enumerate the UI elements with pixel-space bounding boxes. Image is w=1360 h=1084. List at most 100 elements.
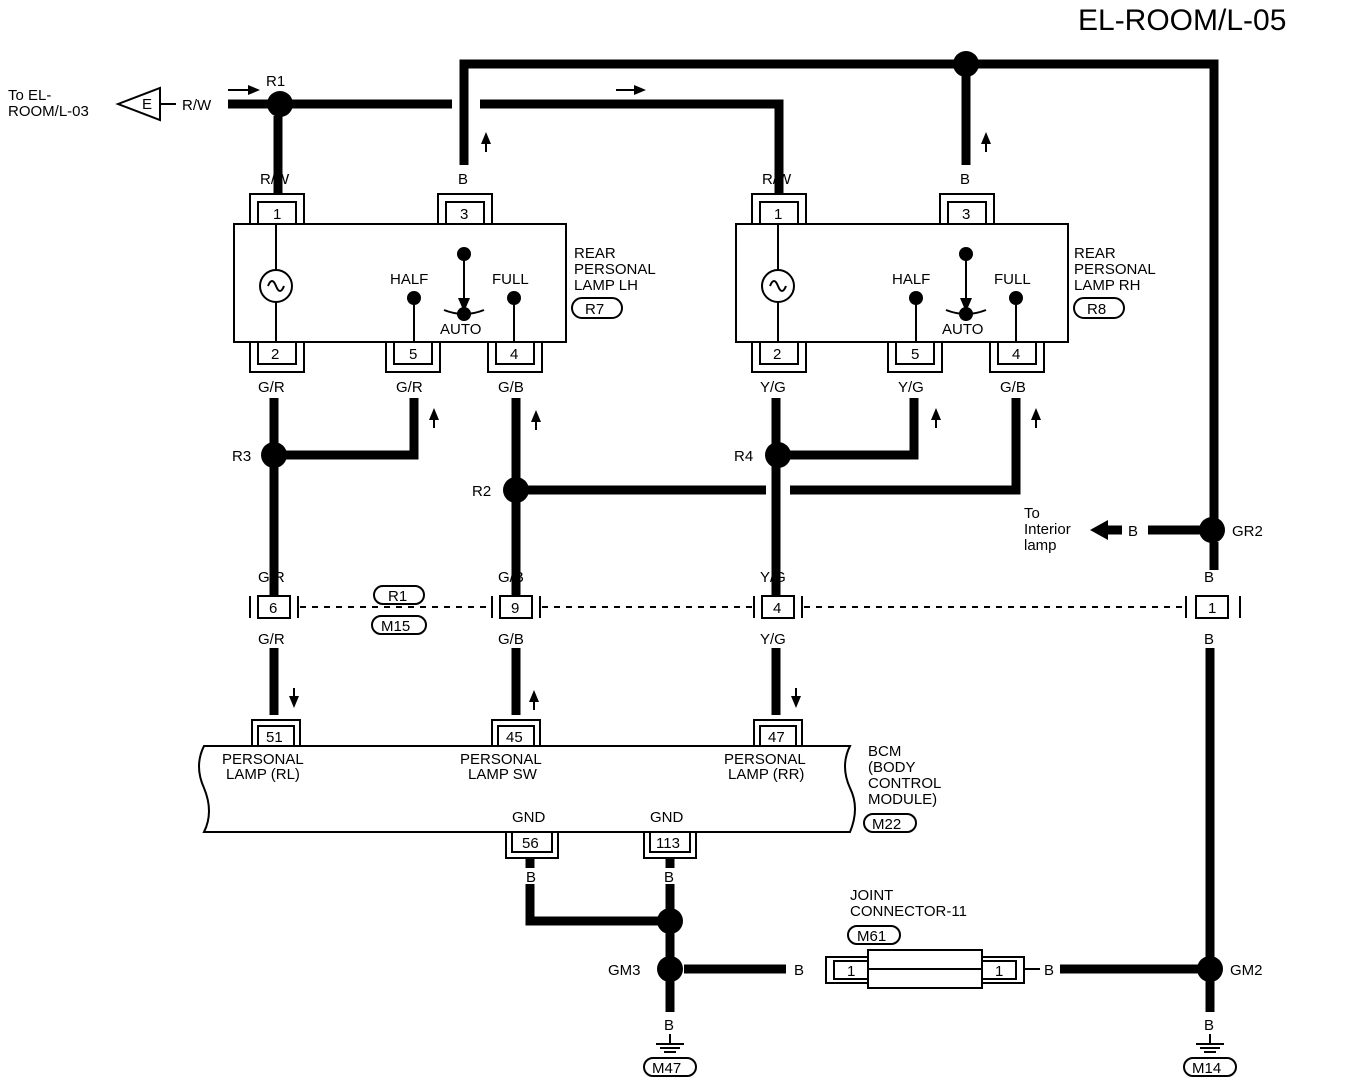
arrow-up-icon	[931, 408, 941, 420]
pin-label: 113	[656, 835, 680, 852]
lamp-name: REAR	[1074, 245, 1116, 262]
ground-code: M14	[1192, 1060, 1221, 1077]
pin-label: 51	[266, 729, 283, 746]
lamp-name: PERSONAL	[574, 261, 656, 278]
bcm-pin-name: GND	[650, 809, 684, 826]
bcm-pin-name: PERSONAL	[724, 751, 806, 768]
switch-full-label: FULL	[492, 271, 529, 288]
label-r2: R2	[472, 483, 491, 500]
switch-blade-icon	[458, 298, 470, 312]
wire-color: B	[1128, 523, 1138, 540]
rear-personal-lamp-lh: 1 3 2 5 4 HALF FULL AUTO R/W B G/R	[233, 171, 656, 396]
splice-b-top	[953, 51, 979, 77]
pin-label: 47	[768, 729, 785, 746]
wire-color: B	[664, 869, 674, 886]
code-badge	[847, 925, 901, 945]
pin-label: 3	[962, 206, 970, 223]
offpage-letter: E	[142, 96, 152, 113]
switch-blade-icon	[960, 298, 972, 312]
page-title: EL-ROOM/L-05	[1078, 4, 1286, 37]
splice-gr2	[1199, 517, 1225, 543]
bcm-pin-name: GND	[512, 809, 546, 826]
code-badge	[571, 297, 623, 319]
wire-color: B	[1044, 962, 1054, 979]
label-gm3: GM3	[608, 962, 641, 979]
pin-label: 1	[774, 206, 782, 223]
wire-color: Y/G	[760, 569, 786, 586]
flow-arrows	[228, 85, 1041, 710]
pin-label: 1	[1208, 600, 1216, 617]
wire-color: G/R	[258, 569, 285, 586]
code-badge	[371, 615, 427, 635]
code-badge	[1073, 297, 1125, 319]
bcm-pin-name: LAMP (RL)	[226, 766, 300, 783]
splice-r1	[267, 91, 293, 117]
code-badge	[643, 1057, 697, 1077]
label-r4: R4	[734, 448, 753, 465]
arrow-up-icon	[531, 410, 541, 422]
bcm-name: CONTROL	[868, 775, 941, 792]
arrow-up-icon	[1031, 408, 1041, 420]
pin-label: 1	[273, 206, 281, 223]
switch-auto-label: AUTO	[440, 321, 481, 338]
pin-label: 56	[522, 835, 539, 852]
wire-color: G/B	[498, 379, 524, 396]
wire-color: Y/G	[898, 379, 924, 396]
pin-label: 4	[1012, 346, 1020, 363]
wire-color: G/R	[258, 379, 285, 396]
inline-connector-r1-m15: 6 9 4 1 R1 M15 G/R G/B Y/G B G/R G/B Y/G…	[249, 569, 1241, 648]
switch-half-label: HALF	[390, 271, 428, 288]
bcm-pin-name: PERSONAL	[222, 751, 304, 768]
arrow-up-icon	[529, 690, 539, 702]
offpage-connector-e: E To EL- ROOM/L-03 R/W	[8, 86, 212, 122]
splice-r2	[503, 477, 529, 503]
interior-line3: lamp	[1024, 537, 1057, 554]
arrow-up-icon	[481, 132, 491, 144]
arrow-right-icon	[248, 85, 260, 95]
label-gr2: GR2	[1232, 523, 1263, 540]
pin-label: 2	[773, 346, 781, 363]
wire-color: G/R	[258, 631, 285, 648]
pin-label: 4	[773, 600, 781, 617]
connector-code: R1	[388, 588, 407, 605]
pin-label: 5	[409, 346, 417, 363]
pin-label: 3	[460, 206, 468, 223]
offpage-wire: R/W	[182, 97, 212, 114]
wire-color: B	[526, 869, 536, 886]
joint-code: M61	[857, 928, 886, 945]
ground-code: M47	[652, 1060, 681, 1077]
wire-color: G/B	[498, 569, 524, 586]
lamp-name: LAMP RH	[1074, 277, 1140, 294]
lamp-name: PERSONAL	[1074, 261, 1156, 278]
switch-auto-label: AUTO	[942, 321, 983, 338]
wire-color: B	[960, 171, 970, 188]
arrow-up-icon	[981, 132, 991, 144]
pin-label: 1	[995, 963, 1003, 980]
pin-label: 4	[510, 346, 518, 363]
wire-color: B	[1204, 631, 1214, 648]
wire-color: B	[664, 1017, 674, 1034]
bcm-module: 51 45 47 56 113 PERSONAL LAMP (RL) PERSO…	[198, 719, 941, 886]
offpage-line2: ROOM/L-03	[8, 103, 89, 120]
arrow-down-icon	[791, 696, 801, 708]
bcm-pin-name: LAMP SW	[468, 766, 538, 783]
wire-color: B	[1204, 569, 1214, 586]
interior-line1: To	[1024, 505, 1040, 522]
bcm-code: M22	[872, 816, 901, 833]
pin-label: 1	[847, 963, 855, 980]
wire-color: B	[458, 171, 468, 188]
pin-label: 5	[911, 346, 919, 363]
ground-icon	[1196, 1043, 1224, 1053]
arrow-left-icon	[1090, 520, 1108, 540]
bcm-pin-name: PERSONAL	[460, 751, 542, 768]
ground-icon	[656, 1043, 684, 1053]
bcm-name: MODULE)	[868, 791, 937, 808]
rear-personal-lamp-rh: 1 3 2 5 4 HALF FULL AUTO R/W B Y/G Y/G G…	[735, 171, 1156, 396]
splice-r4	[765, 442, 791, 468]
joint-name: JOINT	[850, 887, 893, 904]
ground-m47: B M47	[643, 1017, 697, 1077]
interior-line2: Interior	[1024, 521, 1071, 538]
joint-connector-11: JOINT CONNECTOR-11 M61 1 1 B B	[794, 887, 1054, 989]
label-gm2: GM2	[1230, 962, 1263, 979]
interior-lamp-link: To Interior lamp B	[1024, 505, 1138, 554]
